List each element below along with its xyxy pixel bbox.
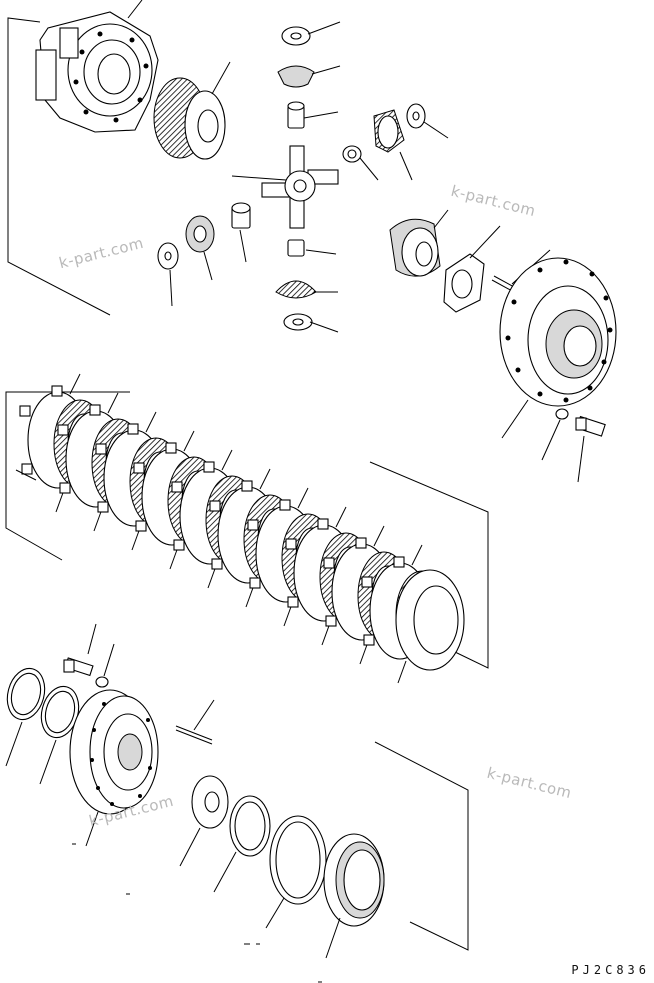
side-gear-right [389,209,449,277]
side-gear [153,61,231,160]
leader-line [15,469,37,481]
plate-lug [21,463,33,475]
leader-line [411,544,423,566]
group-bracket-top [7,17,111,316]
plate-lug [247,519,259,531]
pinion-gear-right [373,109,413,181]
plate-lug [51,385,63,397]
leader-line [335,506,347,528]
differential-case-half [35,0,159,133]
leader-line [69,373,81,395]
leader-line [397,660,407,684]
leader-line [259,468,271,490]
bolt-bottom [63,623,97,677]
plate-lug [211,558,223,570]
plate-washer [179,775,229,867]
pinion-thrust-washer-top [281,21,341,46]
leader-line [55,489,65,513]
bolt-right [575,415,606,483]
plate-lug [249,577,261,589]
plate-lug [317,518,329,530]
plate-lug [133,462,145,474]
plate-lug [355,537,367,549]
plate-lug [19,405,31,417]
leader-line [245,584,255,608]
plate-lug [325,615,337,627]
plate-lug [363,634,375,646]
leader-line [283,603,293,627]
plate-lug [165,442,177,454]
plate-lug [393,556,405,568]
group-bracket-bottom [374,741,469,951]
drawing-code: PJ2C836 [571,963,650,977]
leader-line [169,546,179,570]
plate-lug [95,443,107,455]
snap-ring [213,795,271,893]
plate-lug [287,596,299,608]
leader-line [207,565,217,589]
leader-line [145,411,157,433]
leader-line [373,525,385,547]
plate-lug [285,538,297,550]
leader-line [183,430,195,452]
leader-line [297,487,309,509]
pinion-gear-left [185,215,215,281]
plate-lug [89,404,101,416]
leader-line [93,508,103,532]
plate-lug [57,424,69,436]
thrust-washer-bottom [283,313,339,333]
plate-lug [97,501,109,513]
plate-lug [127,423,139,435]
pinion-gear-top [277,65,341,88]
pinion-gear-bottom [275,280,338,299]
oil-seal [323,833,385,959]
washer-bottom [95,643,115,688]
plate-lug [203,461,215,473]
plate-lug [135,520,147,532]
bushing-bottom [287,239,337,257]
seal-ring-large [265,815,327,929]
plate-lug [361,576,373,588]
differential-housing [499,257,617,439]
plate-lug [241,480,253,492]
clutch-pack [15,373,465,684]
plate-lug [279,499,291,511]
piston-housing [69,689,159,847]
bushing-top [287,101,339,129]
spider-cross [231,145,339,229]
plate-lug [323,557,335,569]
plate-lug [171,481,183,493]
end-plate-bore [413,585,459,655]
plate-lug [209,500,221,512]
leader-line [107,392,119,414]
dowel-pin-bottom [175,699,215,745]
leader-line [221,449,233,471]
leader-line [321,622,331,646]
thrust-washer-right [406,103,449,139]
group-bracket-clutch-pack [5,391,489,669]
plate-lug [173,539,185,551]
thrust-washer-left [157,242,179,307]
label-dashes [72,843,322,983]
bushing-left [231,202,251,263]
retainer-plate [443,225,501,313]
bushing-right [342,145,379,181]
leader-line [131,527,141,551]
leader-line [359,641,369,665]
seal-ring-1 [5,667,46,767]
plate-lug [59,482,71,494]
lock-washer-right [541,408,569,461]
